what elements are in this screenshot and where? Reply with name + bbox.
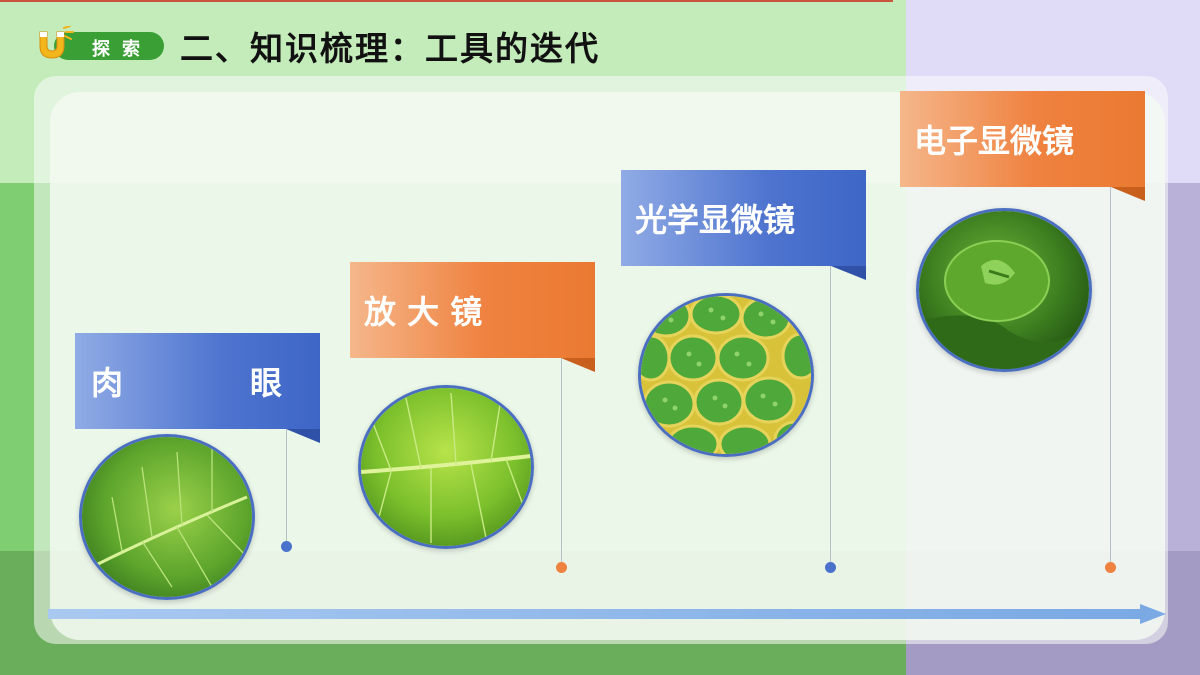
flag-fold [1111,187,1145,201]
timeline-pole [286,429,287,546]
timeline-pole [830,266,831,564]
badge-label: 探索 [92,39,152,60]
stage-flag: 电子显微镜 [900,91,1145,187]
timeline-pole [561,358,562,564]
stage-flag: 放 大 镜 [350,262,595,358]
badge-pill [54,32,164,60]
flag-fold [286,429,320,443]
top-accent-line [0,0,893,2]
flag-fold [831,266,866,280]
explore-badge: 探索 [34,26,164,62]
leaf-magnifier-image [358,385,534,549]
stage-label: 光学显微镜 [635,201,796,239]
flag-fold [561,358,595,372]
timeline-dot [281,541,292,552]
stage-flag: 光学显微镜 [621,170,866,266]
stage-flag: 肉 眼 [75,333,320,429]
leaf-stoma-image [916,208,1092,372]
u-magnet-icon [39,26,74,59]
stage-label: 电子显微镜 [914,122,1075,160]
stage-label-left: 肉 [91,364,124,402]
stage-label: 放 大 镜 [364,293,483,331]
timeline-dot [556,562,567,573]
timeline-pole [1110,187,1111,564]
page-title: 二、知识梳理：工具的迭代 [180,29,600,68]
leaf-cells-image [638,293,814,457]
timeline-arrow [48,604,1166,624]
leaf-naked-eye-image [79,434,255,600]
timeline-dot [1105,562,1116,573]
stage-label-right: 眼 [249,364,282,402]
timeline-dot [825,562,836,573]
